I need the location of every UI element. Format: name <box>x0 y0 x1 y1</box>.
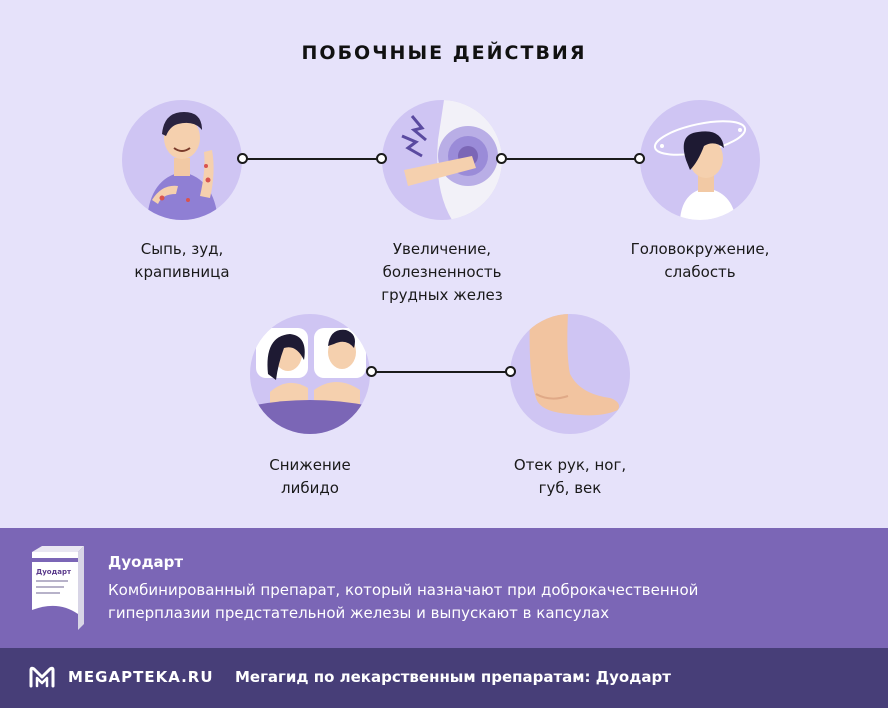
product-description: Комбинированный препарат, который назнач… <box>108 581 699 622</box>
connector-line-1 <box>243 158 382 160</box>
connector-dot <box>366 366 377 377</box>
megapteka-logo-text[interactable]: MEGAPTEKA.RU <box>68 668 214 686</box>
edema-illustration <box>510 314 630 434</box>
connector-line-3 <box>372 371 511 373</box>
medicine-box-image: Дуодарт <box>32 546 84 630</box>
connector-dot <box>237 153 248 164</box>
libido-illustration <box>250 314 370 434</box>
effect-label-edema: Отек рук, ног,губ, век <box>513 456 627 497</box>
connector-dot <box>505 366 516 377</box>
page-title: ПОБОЧНЫЕ ДЕЙСТВИЯ <box>301 42 587 64</box>
breast-pain-illustration <box>382 100 502 220</box>
connector-dot <box>496 153 507 164</box>
effect-label-rash: Сыпь, зуд,крапивница <box>134 240 230 281</box>
connector-dot <box>376 153 387 164</box>
footer <box>0 648 888 708</box>
product-section <box>0 528 888 648</box>
dizziness-illustration <box>640 100 760 220</box>
connector-line-2 <box>501 158 640 160</box>
box-label: Дуодарт <box>36 568 72 576</box>
rash-illustration <box>122 100 242 220</box>
connector-dot <box>634 153 645 164</box>
infographic-area: ПОБОЧНЫЕ ДЕЙСТВИЯ <box>122 42 770 497</box>
effect-label-dizziness: Головокружение,слабость <box>630 240 770 281</box>
megapteka-logo-icon[interactable] <box>28 664 56 690</box>
footer-caption: Мегагид по лекарственным препаратам: Дуо… <box>235 668 671 686</box>
product-name: Дуодарт <box>108 553 184 571</box>
